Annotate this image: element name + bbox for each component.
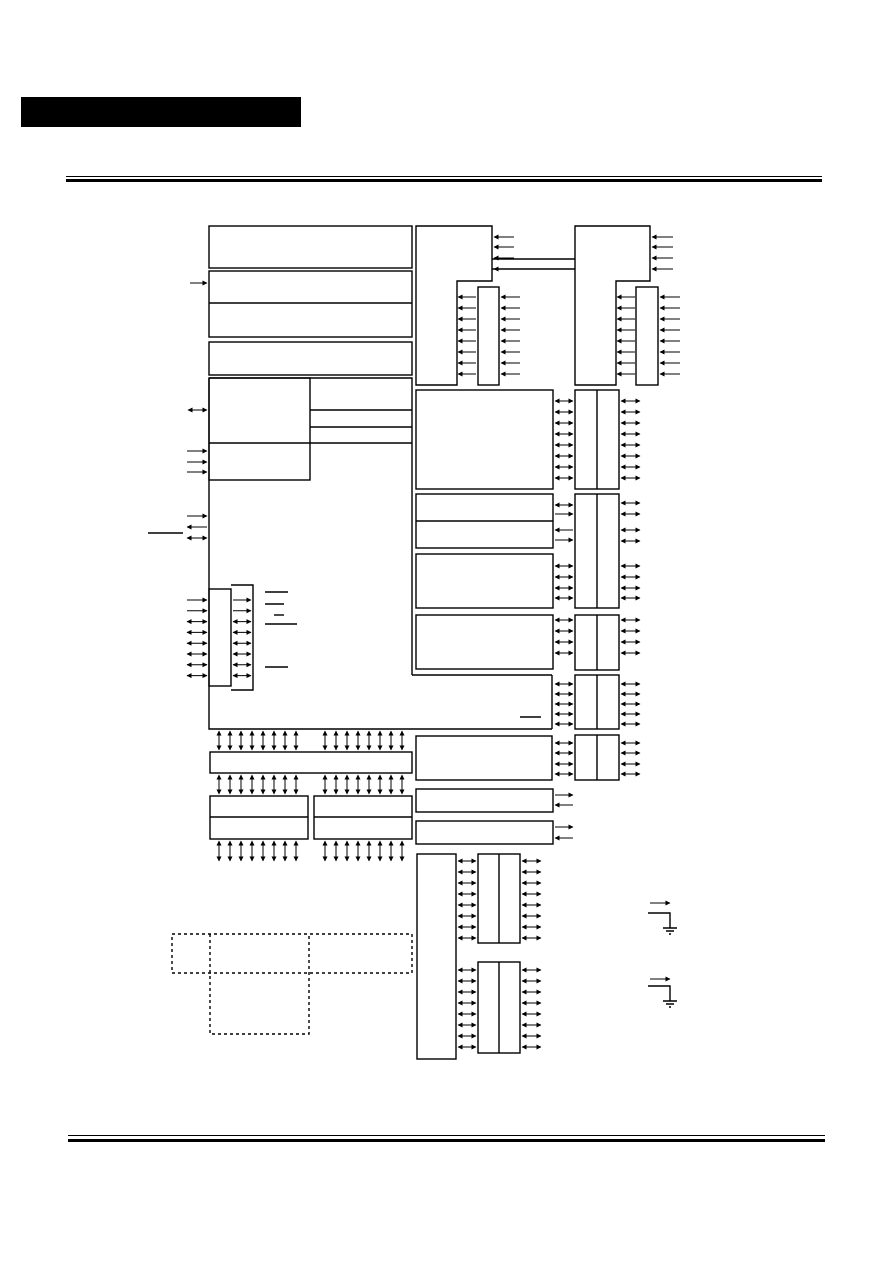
block-left-2	[208, 270, 413, 338]
block-port-b	[635, 286, 659, 386]
top-rule-thin	[66, 176, 822, 177]
dashed-region	[171, 933, 413, 974]
block-left-3	[208, 341, 413, 376]
block-centre-1	[415, 389, 554, 490]
block-bottom-tall	[416, 853, 457, 1060]
ground-icon	[648, 985, 677, 1008]
block-centre-6	[415, 788, 554, 813]
block-centre-7	[415, 820, 554, 845]
block-notched-b	[574, 225, 651, 386]
block-bus	[209, 751, 413, 774]
block-centre-3	[415, 553, 554, 609]
section-header-bar	[21, 97, 301, 127]
block-centre-4	[415, 614, 554, 670]
top-rule-thick	[66, 179, 822, 182]
block-port-left	[208, 588, 232, 687]
block-port-a	[477, 286, 500, 386]
dashed-region	[209, 934, 310, 1035]
block-core-inner	[208, 377, 311, 481]
block-top-left	[208, 225, 413, 269]
bottom-rule-thin	[68, 1135, 825, 1136]
ground-icon	[648, 912, 677, 935]
block-port-bracket	[231, 584, 254, 691]
block-centre-5	[415, 735, 553, 781]
bottom-rule-thick	[68, 1139, 825, 1142]
block-notched-a	[415, 225, 493, 386]
